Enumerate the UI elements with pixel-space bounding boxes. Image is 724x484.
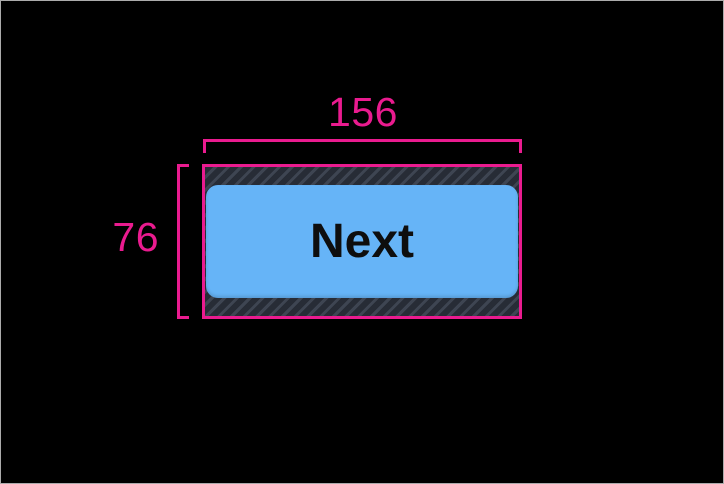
width-dimension-line: [203, 139, 522, 153]
width-dimension-label: 156: [328, 89, 398, 135]
height-dimension-label: 76: [112, 214, 159, 260]
next-button[interactable]: Next: [206, 185, 518, 298]
next-button-label: Next: [309, 214, 415, 268]
selected-widget-outline: Next: [202, 164, 522, 319]
height-dimension-line: [177, 164, 189, 319]
